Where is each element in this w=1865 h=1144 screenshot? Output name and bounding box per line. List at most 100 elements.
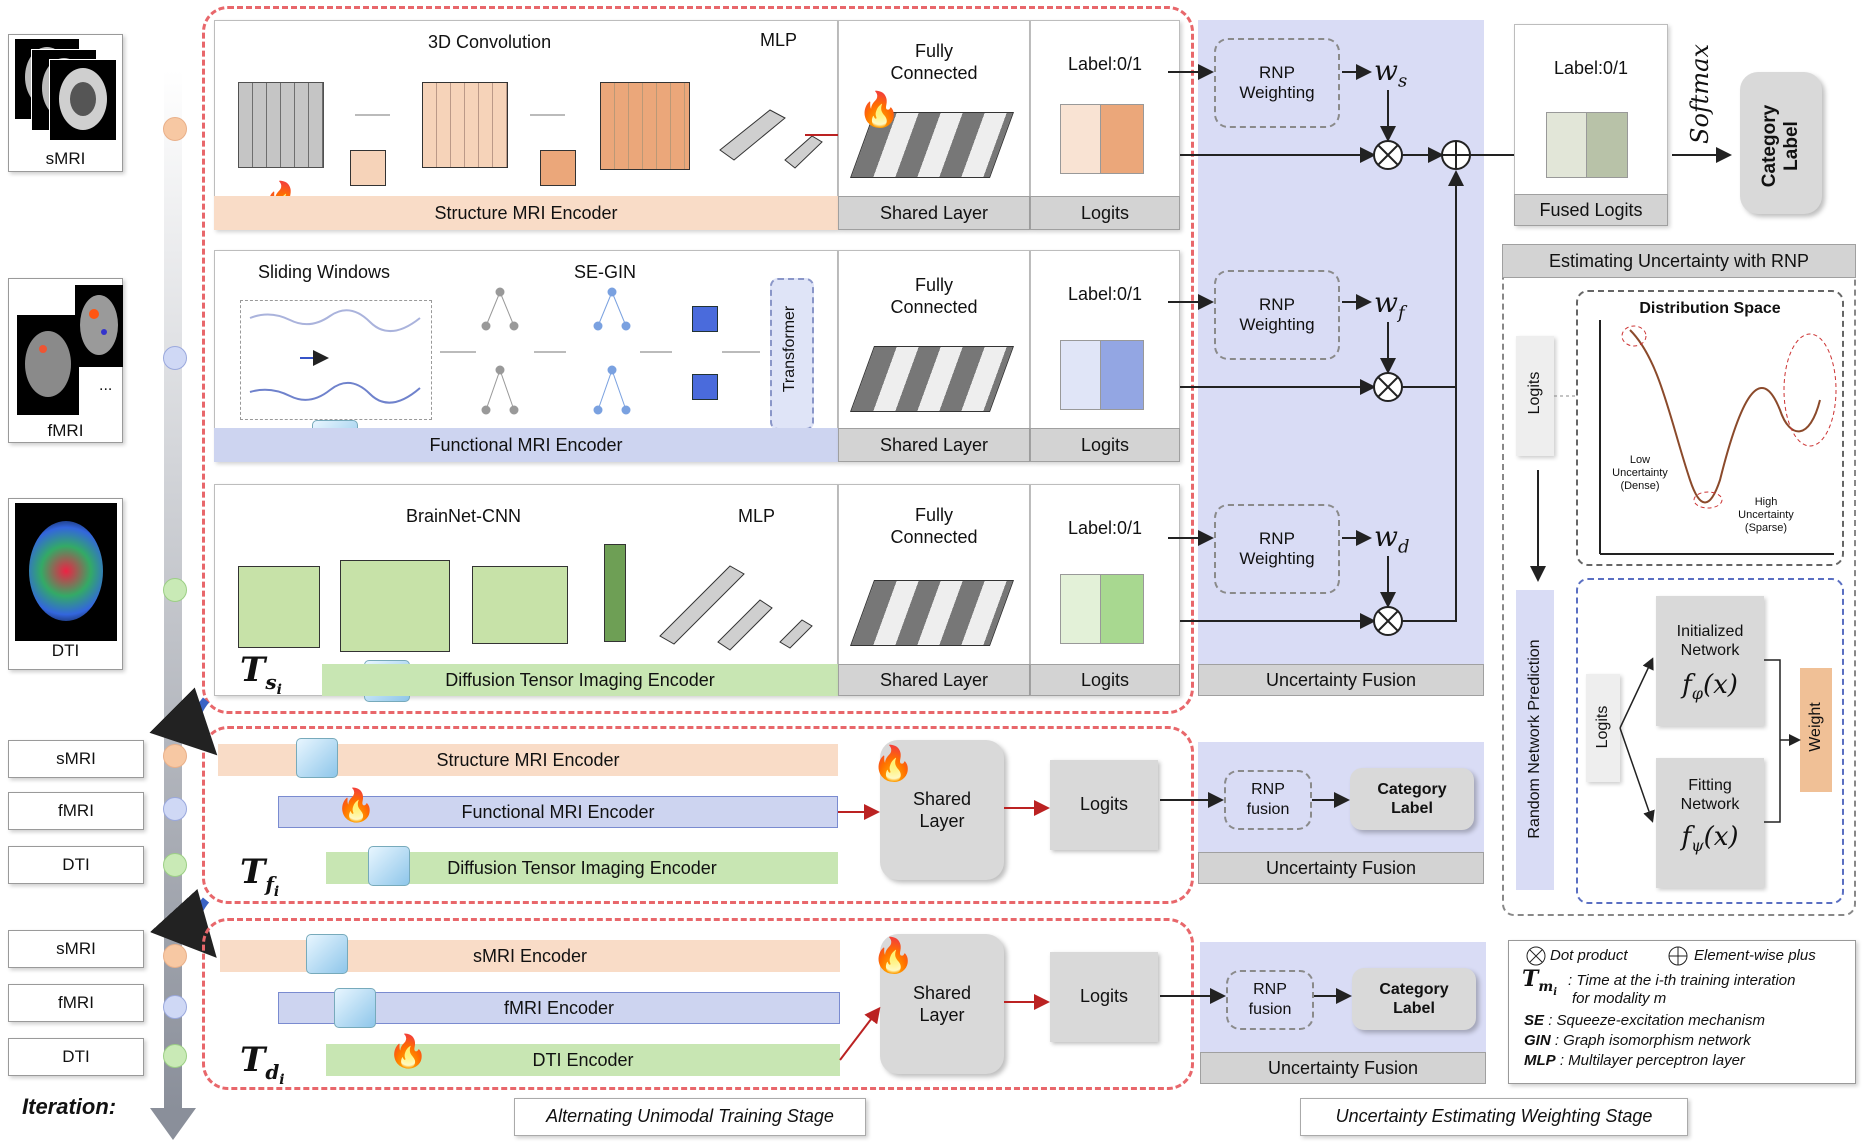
weight-symbol-w: w	[1374, 520, 1398, 553]
brainnet-cube	[604, 544, 626, 642]
iteration-dot	[163, 995, 187, 1019]
uncertainty-stage-title: Uncertainty Estimating Weighting Stage	[1335, 1106, 1653, 1126]
category-label-box	[1740, 72, 1822, 214]
legend-se-val: : Squeeze-excitation mechanism	[1548, 1012, 1765, 1029]
f-psi-formula: fψ(x)	[1656, 822, 1764, 855]
initialized-network-label: Initialized Network	[1676, 623, 1744, 659]
modality-tag: sMRI	[8, 930, 144, 968]
uncertainty-fusion-label: Uncertainty Fusion	[1200, 1052, 1486, 1084]
modality-tag: fMRI	[8, 984, 144, 1022]
transformer-label: Transformer	[781, 305, 798, 393]
f-psi-sub: ψ	[1691, 836, 1704, 856]
logits-label: Logits	[1030, 428, 1180, 462]
fused-cube	[1546, 112, 1588, 178]
logits-cube	[1060, 340, 1102, 410]
t-sub: f	[265, 871, 274, 896]
fc-grid	[849, 346, 1015, 412]
legend-mlp-val: : Multilayer perceptron layer	[1559, 1052, 1745, 1069]
logits-vertical-text: Logits	[1594, 705, 1611, 749]
fmri-thumbnail: ... fMRI	[8, 278, 123, 443]
of-x: (x)	[1702, 670, 1738, 700]
stage2-dti-encoder: Diffusion Tensor Imaging Encoder	[326, 852, 838, 884]
logits-vertical-text: Logits	[1526, 371, 1543, 415]
t-symbol: Tfi	[240, 852, 279, 900]
t-symbol: Tdi	[240, 1040, 285, 1088]
uncertainty-fusion-label: Uncertainty Fusion	[1198, 664, 1484, 696]
weight-symbol: wf	[1374, 286, 1405, 324]
fire-icon: 🔥	[336, 787, 376, 823]
brainnet-cube	[472, 566, 568, 644]
sliding-windows-label: Sliding Windows	[258, 262, 391, 282]
softmax-label: Softmax	[1686, 43, 1714, 144]
fire-icon: 🔥	[858, 91, 901, 129]
logits-label: Logits	[1030, 664, 1180, 696]
dti-encoder-bar: Diffusion Tensor Imaging Encoder	[322, 664, 838, 696]
fitting-network-box	[1656, 758, 1764, 888]
brainnet-cube	[238, 566, 320, 648]
label01: Label:0/1	[1067, 284, 1143, 304]
brainnet-label: BrainNet-CNN	[406, 506, 522, 526]
brainnet-cube	[340, 560, 450, 652]
iteration-dot	[163, 797, 187, 821]
shared-layer-label: Shared Layer	[838, 196, 1030, 230]
stage2-fmri-encoder: Functional MRI Encoder	[278, 796, 838, 828]
rnp-fusion-box: RNP fusion	[1224, 770, 1312, 830]
shared-layer-box: Shared Layer	[880, 934, 1004, 1074]
conv-cube	[422, 82, 508, 168]
conv-cube	[600, 82, 690, 170]
fitting-network-label: Fitting Network	[1680, 777, 1740, 813]
mlp-label: MLP	[760, 30, 798, 50]
fire-icon: 🔥	[872, 745, 915, 783]
fire-icon: 🔥	[872, 937, 915, 975]
modality-tag: DTI	[8, 846, 144, 884]
modality-label: sMRI	[45, 149, 86, 168]
conv-cube	[238, 82, 324, 168]
stage2-frame	[202, 726, 1194, 904]
label01: Label:0/1	[1067, 518, 1143, 538]
shared-layer-label: Shared Layer	[838, 428, 1030, 462]
alternating-stage-title: Alternating Unimodal Training Stage	[546, 1106, 834, 1126]
ice-icon	[306, 934, 348, 974]
weight-sub: f	[1397, 302, 1405, 324]
t-sub-i: i	[276, 681, 282, 698]
category-label-text: Category Label	[1759, 104, 1802, 188]
logits-label: Logits	[1030, 196, 1180, 230]
modality-tag: fMRI	[8, 792, 144, 830]
iteration-dot	[163, 578, 187, 602]
weight-sub: s	[1397, 70, 1408, 92]
modality-tag: DTI	[8, 1038, 144, 1076]
rnp-fusion-box: RNP fusion	[1226, 970, 1314, 1030]
logits-cube	[1060, 104, 1102, 174]
iteration-dot	[163, 944, 187, 968]
fire-icon: 🔥	[388, 1033, 428, 1069]
legend-mlp-key: MLP	[1524, 1052, 1556, 1069]
conv-label: 3D Convolution	[428, 32, 552, 52]
conv-cube	[350, 150, 386, 186]
fused-logits-label: Fused Logits	[1514, 194, 1668, 226]
legend-mlp: MLP : Multilayer perceptron layer	[1524, 1052, 1745, 1069]
iteration-label: Iteration:	[22, 1094, 117, 1119]
logits-box	[1050, 760, 1158, 850]
modality-label: DTI	[51, 641, 80, 660]
transformer-block	[770, 278, 814, 430]
fused-label01: Label:0/1	[1553, 58, 1629, 78]
logits-vertical-box	[1516, 336, 1554, 456]
fmri-encoder-bar: Functional MRI Encoder	[214, 428, 838, 462]
se-block	[692, 374, 718, 400]
legend-t-sub: m	[1538, 979, 1554, 996]
iteration-dot	[163, 853, 187, 877]
iteration-dot	[163, 117, 187, 141]
stage3-dti-encoder: DTI Encoder	[326, 1044, 840, 1076]
legend-t-sub-i: i	[1553, 987, 1558, 999]
legend-dot-product: Dot product	[1550, 947, 1628, 964]
legend-gin-key: GIN	[1524, 1032, 1551, 1049]
ice-icon	[334, 988, 376, 1028]
logits-cube	[1100, 104, 1144, 174]
t-symbol-letter: T	[240, 1040, 266, 1080]
distribution-box	[1576, 290, 1844, 566]
t-symbol: Tsi	[240, 650, 282, 698]
legend-se: SE : Squeeze-excitation mechanism	[1524, 1012, 1765, 1029]
f-phi-formula: fφ(x)	[1656, 670, 1764, 703]
iteration-dot	[163, 1044, 187, 1068]
sliding-window	[240, 300, 432, 420]
